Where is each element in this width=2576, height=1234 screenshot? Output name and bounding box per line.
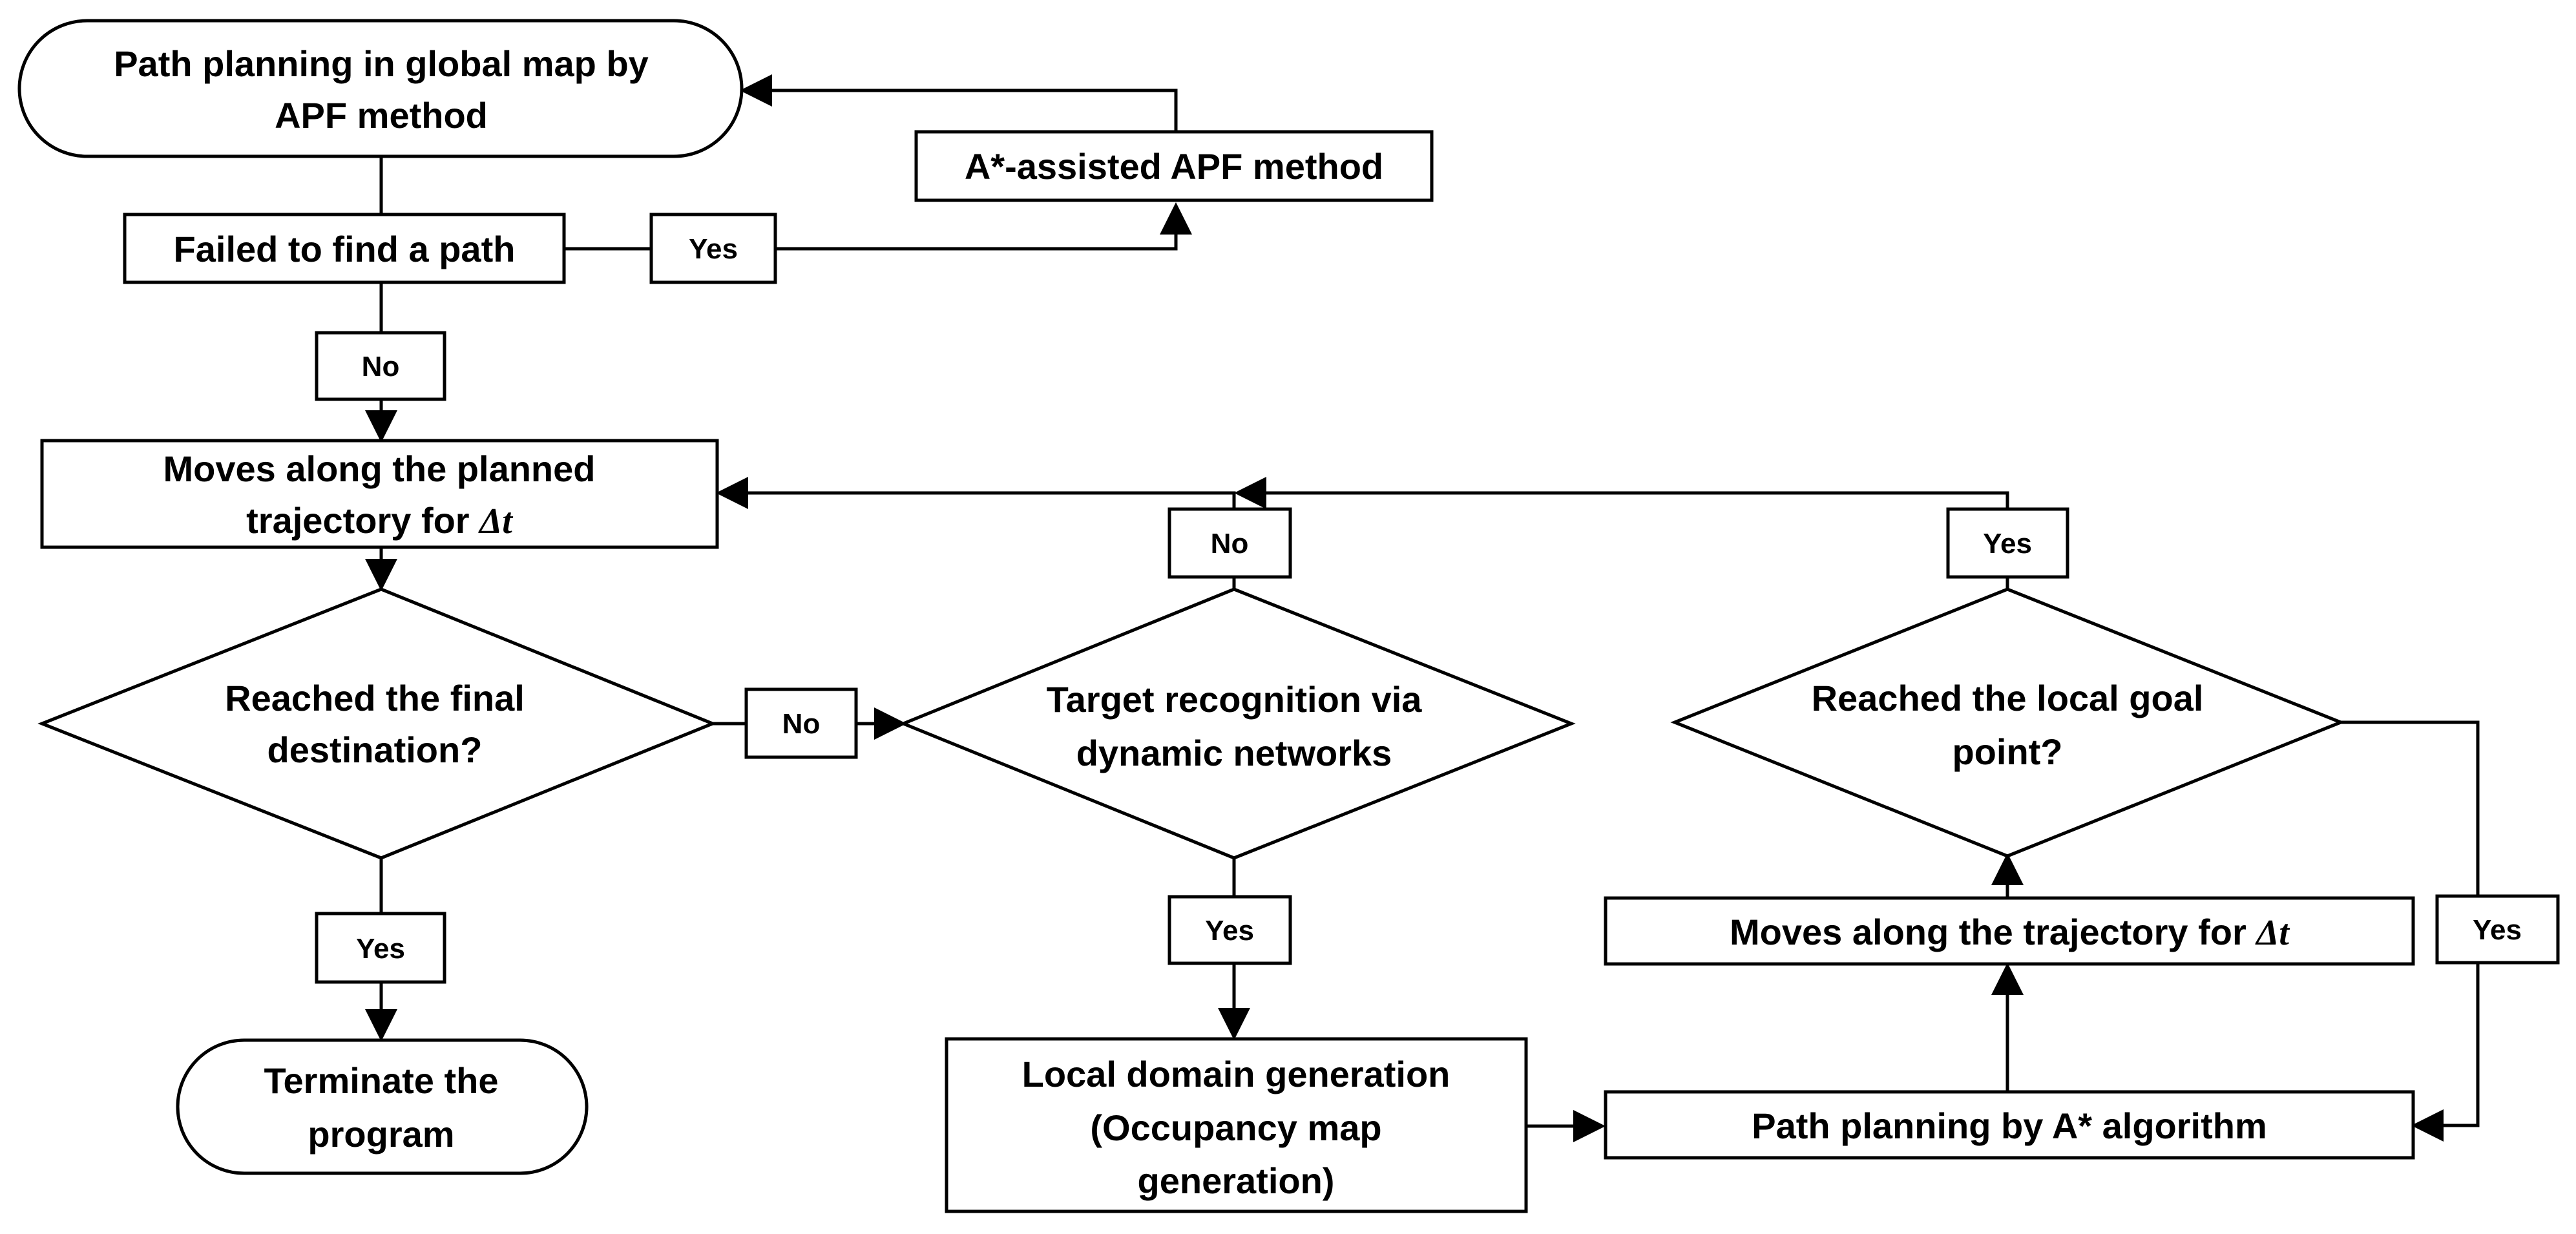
- edge-loop-to-moves: [716, 477, 1236, 509]
- edge-yes-top-to-loop: [1234, 477, 2009, 509]
- node-moves-planned-line1: Moves along the planned: [163, 448, 596, 489]
- node-reached-local[interactable]: Reached the local goal point?: [1670, 587, 2345, 858]
- node-global-planning[interactable]: Path planning in global map by APF metho…: [17, 19, 744, 158]
- edge-label-local-yes-top: Yes: [1946, 507, 2069, 579]
- node-local-domain-line3: generation): [1138, 1160, 1335, 1201]
- delta-t-symbol: Δt: [478, 501, 513, 541]
- node-global-planning-line1: Path planning in global map by: [114, 43, 649, 84]
- node-moves-trajectory[interactable]: Moves along the trajectory for Δt: [1604, 896, 2415, 966]
- node-target-recognition-line2: dynamic networks: [1076, 733, 1392, 773]
- svg-text:Yes: Yes: [1983, 528, 2032, 559]
- node-terminate-line2: program: [308, 1114, 454, 1155]
- node-terminate[interactable]: Terminate the program: [176, 1038, 589, 1175]
- svg-text:Yes: Yes: [2473, 914, 2522, 946]
- node-moves-planned-line2: trajectory for Δt: [246, 500, 513, 541]
- svg-text:Yes: Yes: [1205, 915, 1254, 946]
- node-moves-trajectory-line1: Moves along the trajectory for Δt: [1730, 912, 2290, 953]
- node-local-domain-line2: (Occupancy map: [1090, 1107, 1381, 1148]
- edge-label-failed-yes: Yes: [649, 213, 777, 284]
- edge-label-final-yes: Yes: [315, 912, 446, 984]
- node-local-domain-line1: Local domain generation: [1022, 1054, 1450, 1094]
- node-failed-path-line1: Failed to find a path: [174, 229, 516, 269]
- edge-label-final-no: No: [744, 687, 858, 759]
- node-path-astar[interactable]: Path planning by A* algorithm: [1604, 1090, 2415, 1160]
- node-target-recognition-line1: Target recognition via: [1047, 679, 1423, 720]
- node-astar-apf-line1: A*-assisted APF method: [965, 146, 1383, 187]
- node-target-recognition[interactable]: Target recognition via dynamic networks: [899, 587, 1576, 860]
- node-astar-apf[interactable]: A*-assisted APF method: [914, 130, 1434, 202]
- edge-label-target-no: No: [1168, 507, 1292, 579]
- svg-text:No: No: [362, 351, 400, 382]
- node-failed-path[interactable]: Failed to find a path: [123, 213, 566, 284]
- node-moves-planned[interactable]: Moves along the planned trajectory for Δ…: [40, 439, 719, 549]
- edge-yes-right-to-path-astar: [2411, 963, 2480, 1142]
- node-local-domain[interactable]: Local domain generation (Occupancy map g…: [945, 1037, 1528, 1213]
- svg-text:No: No: [782, 708, 821, 740]
- edge-label-failed-no: No: [315, 331, 446, 401]
- svg-text:Yes: Yes: [689, 233, 738, 265]
- node-reached-local-line1: Reached the local goal: [1812, 678, 2204, 718]
- node-reached-final-line2: destination?: [267, 729, 483, 770]
- edge-label-local-yes-right: Yes: [2435, 894, 2560, 965]
- edge-local-to-yes-right: [2341, 720, 2480, 896]
- node-terminate-line1: Terminate the: [264, 1060, 498, 1101]
- delta-t-symbol: Δt: [2255, 913, 2290, 953]
- edge-label-target-yes: Yes: [1168, 895, 1292, 965]
- edge-astar-apf-to-global: [740, 74, 1178, 132]
- node-path-astar-line1: Path planning by A* algorithm: [1752, 1105, 2267, 1146]
- node-reached-final-line1: Reached the final: [225, 678, 525, 718]
- edge-yes-to-astar-apf: [775, 202, 1192, 251]
- svg-text:Yes: Yes: [356, 933, 405, 965]
- node-global-planning-line2: APF method: [275, 95, 488, 136]
- node-reached-final[interactable]: Reached the final destination?: [37, 587, 717, 860]
- node-reached-local-line2: point?: [1952, 731, 2062, 772]
- svg-text:No: No: [1211, 528, 1249, 559]
